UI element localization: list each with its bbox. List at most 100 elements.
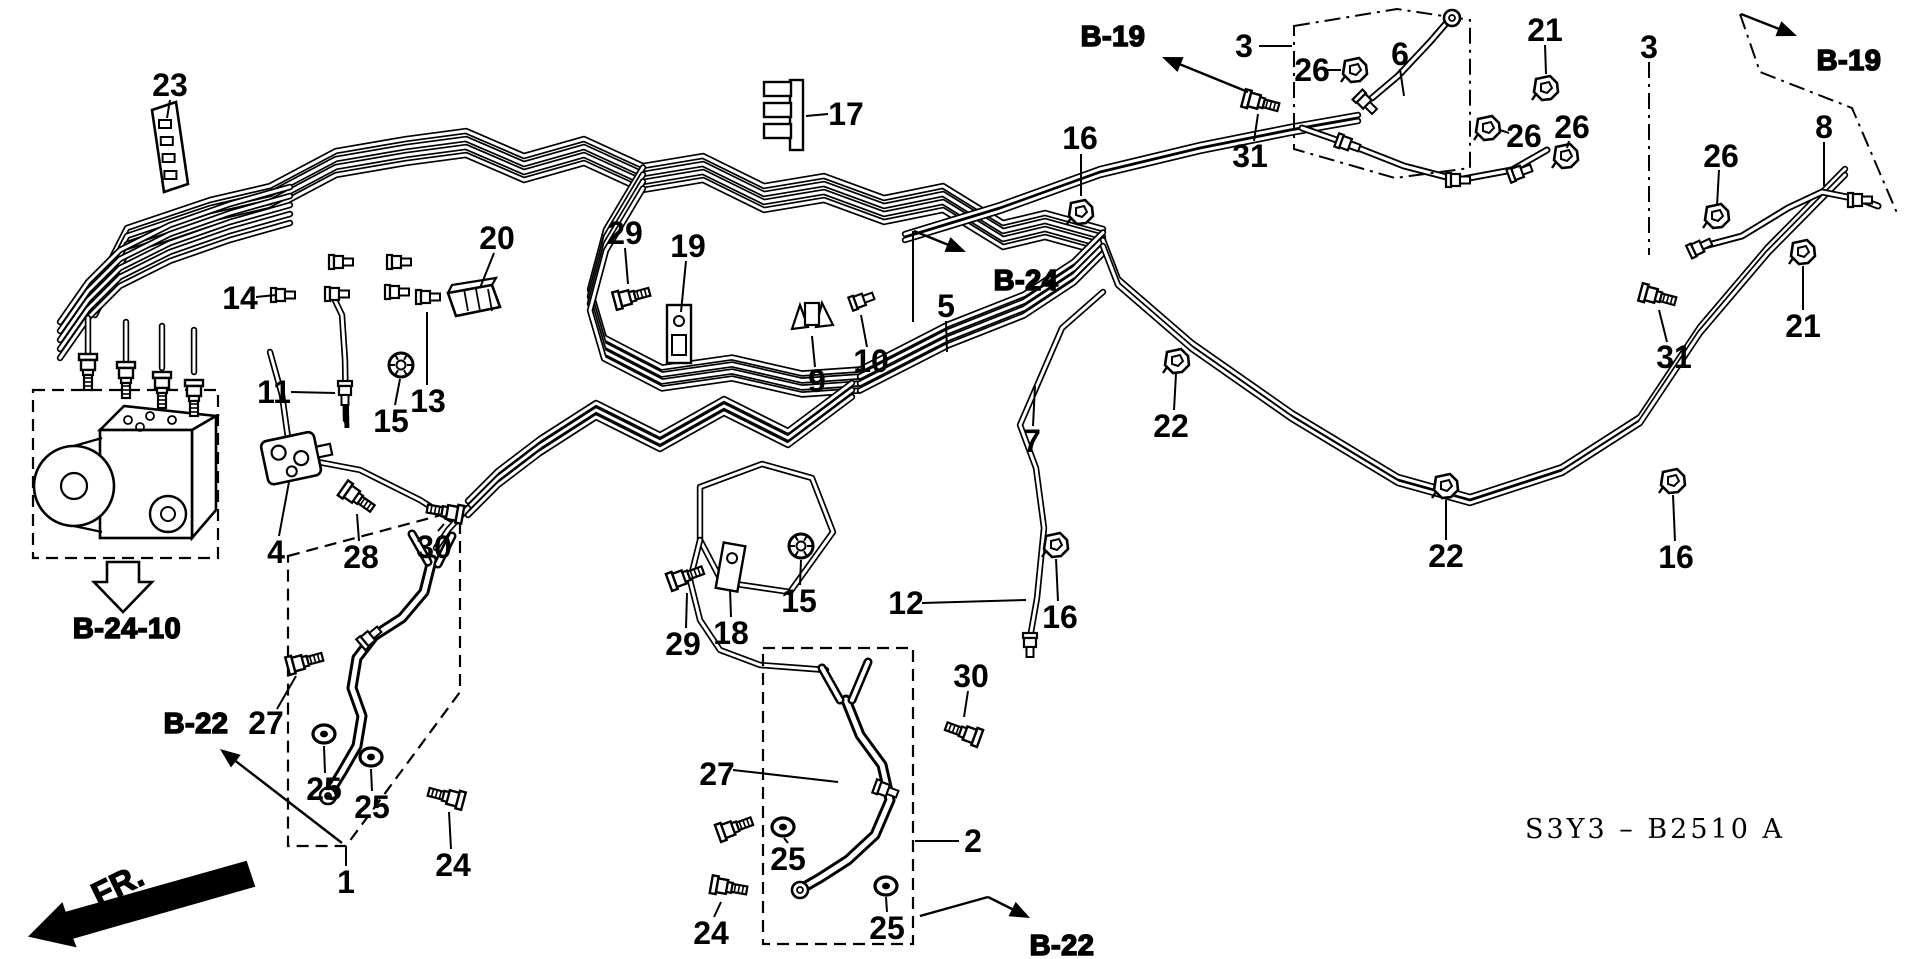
callout-leader [1173,373,1177,411]
part-icons [32,8,1873,900]
b22-left-arrow [227,754,343,844]
pipe-lines [56,16,1882,892]
callout-leader [290,391,336,394]
callout-leader [1566,140,1570,149]
abs-modulator-icon [32,404,221,542]
pipe-union-icon [1444,171,1471,189]
callout-label-18: 18 [713,615,749,651]
rear-pipe-rise [858,245,1105,385]
bolt-icon [1239,87,1281,113]
pipe-union-icon [383,283,410,301]
pipe-union-icon [1504,163,1534,185]
pipe-union-icon [414,288,441,306]
pipe-6 [1370,18,1451,100]
ref-label-b19-right: B-19 [1817,45,1882,77]
hose1-detail-box [286,508,462,848]
callout-leader [276,675,297,710]
abs-pipe-fan [58,221,292,360]
callout-label-24: 24 [693,915,729,951]
bolt-icon [283,651,325,677]
callout-label-11: 11 [257,374,291,410]
callout-label-29: 29 [607,215,643,251]
callout-label-6: 6 [1391,36,1409,72]
rear-long-pipe [1101,173,1847,505]
section-b19-line [1739,13,1898,214]
hose1-yoke [436,534,454,566]
callout-label-25: 25 [354,789,390,825]
callout-leader [685,592,688,629]
callout-leader [166,99,171,119]
callout-label-16: 16 [1042,599,1078,635]
callout-label-21: 21 [1785,308,1821,344]
abs-pipe-fan [58,194,292,333]
b19-left-arrow [1170,59,1249,94]
callout-leader [1658,309,1668,343]
banjo-fitting-icon [1442,8,1462,28]
pipe-union-icon [1351,88,1379,116]
callout-label-30: 30 [953,658,989,694]
callout-leader [1399,68,1405,97]
callout-label-15: 15 [373,403,409,439]
callout-label-17: 17 [828,96,864,132]
banjo-fitting-icon [790,880,810,900]
section-3-box [1293,7,1471,180]
pipe-union-icon [1684,237,1714,260]
pipe-clip-icon [1066,198,1095,226]
bolt-icon [151,370,173,410]
ref-label-b22-left: B-22 [164,708,229,740]
bolt-icon [336,478,377,514]
callout-label-2: 2 [964,823,982,859]
bolt-icon [664,564,706,593]
mid-pipe-bundle [588,187,862,396]
rear-pipe-rise [858,238,1105,378]
abs-pipe-fan [58,185,292,324]
b22-left-arrow-head [220,749,241,768]
callout-label-7: 7 [1023,423,1041,459]
pipe-union-icon [327,253,354,271]
brake-hose-2 [803,697,893,889]
bolt-icon [1636,281,1678,307]
bolt-icon [708,873,749,896]
callout-leader [1499,129,1510,134]
callout-leader [811,335,816,368]
callout-label-26: 26 [1703,138,1739,174]
callout-label-3: 3 [1640,29,1658,65]
abs-pipe-fan [58,212,292,351]
pipe-union-icon [336,379,354,406]
bracket-17-icon [762,78,805,152]
callout-leader [437,523,445,532]
block-20-icon [446,276,502,318]
front-pipe-sweep [466,381,854,503]
callout-label-25: 25 [306,771,342,807]
callout-label-13: 13 [410,383,446,419]
b24-10-hollow-arrow [90,560,156,614]
callout-label-19: 19 [670,228,706,264]
callout-label-4: 4 [267,534,285,570]
callout-label-27: 27 [699,756,735,792]
callout-leader [729,588,732,618]
callout-leader [448,811,452,850]
section-boxes [31,7,1898,946]
hose2-yoke [850,660,870,702]
wing-fitting-icon [790,299,835,331]
ref-label-b24-10: B-24-10 [73,613,181,645]
ref-label-b24: B-24 [994,265,1059,297]
pipe-clip-icon [1473,114,1502,142]
ribbed-nut-icon [387,351,415,379]
callout-leader [255,294,277,298]
bolt-icon [425,503,466,526]
callout-label-29: 29 [665,626,701,662]
callout-label-26: 26 [1554,109,1590,145]
callout-label-15: 15 [781,583,817,619]
b24-arrow-head [944,237,966,252]
pipe-clip-icon [1551,142,1580,170]
callout-leader [1544,44,1547,75]
leader-lines [166,44,1825,918]
bracket-18-icon [714,541,747,593]
callout-leader [1055,558,1059,602]
pipe-clip-icon [1531,74,1560,102]
callout-leader [479,252,495,289]
callout-leader [624,247,629,285]
fr-direction-arrow [28,860,256,948]
